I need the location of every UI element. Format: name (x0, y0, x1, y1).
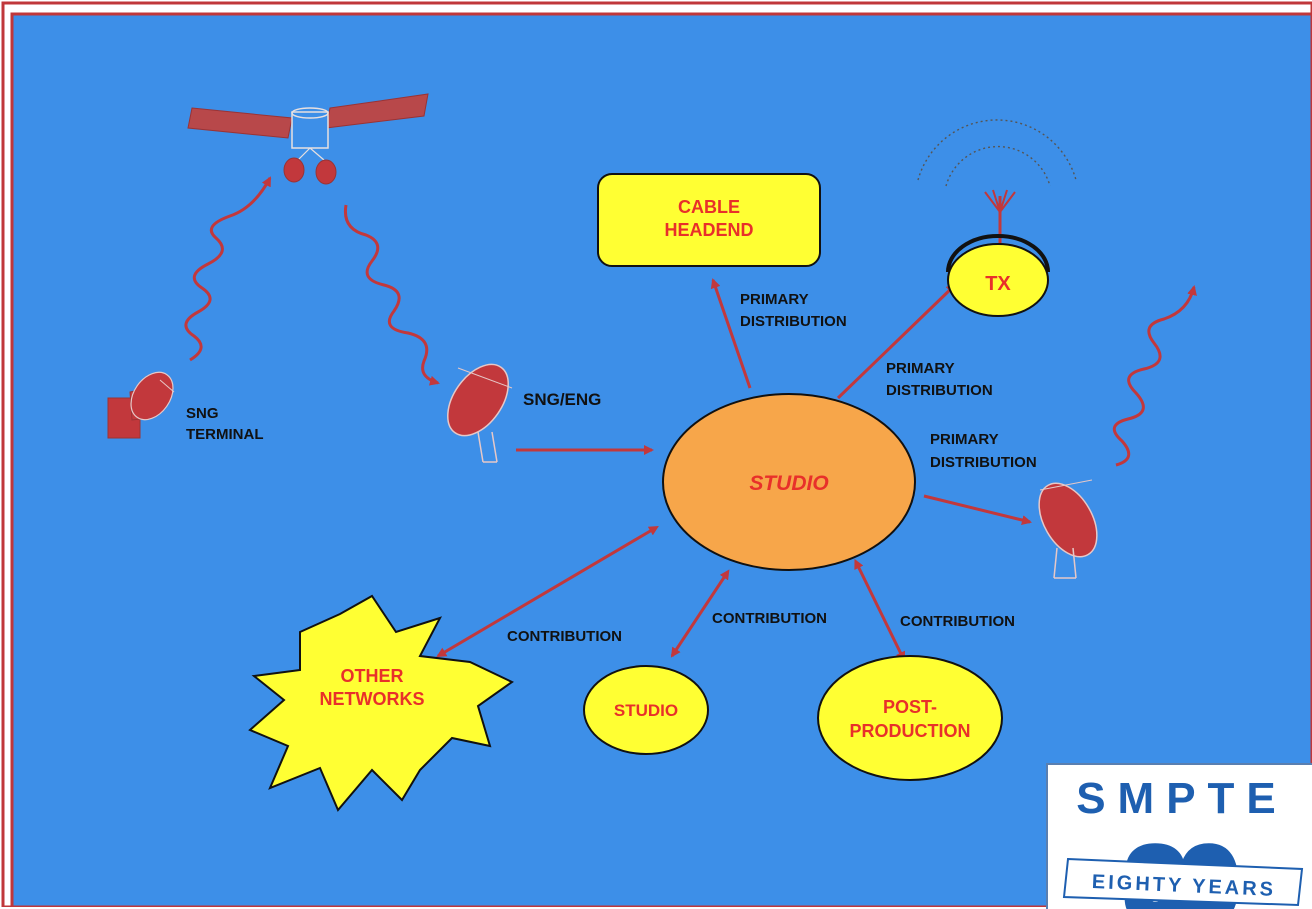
radio-wave-icon (343, 204, 440, 386)
sng-terminal-label-line1: SNG (186, 405, 219, 422)
cable-headend-label-line2: HEADEND (664, 220, 753, 240)
studio-main-node (662, 393, 916, 571)
post-production-node (817, 655, 1003, 781)
diagram-background (10, 12, 1312, 907)
arrow-studio-small-studio (670, 569, 730, 658)
primary-distribution-top-line1: PRIMARY (740, 291, 809, 308)
satellite-dish-icon (1038, 479, 1098, 579)
satellite-icon (187, 93, 429, 185)
smpte-logo-graphic: SMPTE 80 EIGHTY YEARS (1048, 765, 1312, 909)
tx-label: TX (985, 273, 1011, 295)
cable-headend-box (597, 173, 821, 267)
broadcast-tower-icon (917, 119, 1077, 252)
studio-small-label: STUDIO (614, 701, 678, 720)
contribution-right-label: CONTRIBUTION (900, 613, 1015, 630)
sng-eng-label: SNG/ENG (523, 390, 601, 409)
other-networks-label-line2: NETWORKS (320, 689, 425, 709)
primary-distribution-right-line2: DISTRIBUTION (930, 454, 1037, 471)
smpte-logo: SMPTE 80 EIGHTY YEARS (1046, 763, 1312, 909)
primary-distribution-right-line1: PRIMARY (930, 431, 999, 448)
arrow-studio-to-dish (923, 494, 1032, 525)
arrow-studio-post-production (854, 558, 906, 662)
radio-wave-icon (1112, 285, 1197, 467)
contribution-center-label: CONTRIBUTION (712, 610, 827, 627)
primary-distribution-mid-line2: DISTRIBUTION (886, 382, 993, 399)
primary-distribution-top-line2: DISTRIBUTION (740, 313, 847, 330)
arrow-studio-to-cable (710, 278, 752, 389)
satellite-dish-icon (447, 363, 513, 463)
post-production-label-line1: POST- (883, 697, 937, 717)
studio-main-label: STUDIO (749, 472, 828, 495)
satellite-dish-icon (107, 371, 175, 439)
primary-distribution-mid-line1: PRIMARY (886, 360, 955, 377)
post-production-label-line2: PRODUCTION (850, 721, 971, 741)
sng-terminal-label-line2: TERMINAL (186, 426, 264, 443)
contribution-left-label: CONTRIBUTION (507, 628, 622, 645)
tx-node (947, 243, 1049, 317)
tx-node-shadow (946, 234, 1050, 273)
cable-headend-label-line1: CABLE (678, 197, 740, 217)
smpte-logo-name: SMPTE (1076, 774, 1288, 823)
other-networks-label-line1: OTHER (341, 666, 404, 686)
studio-small-node (583, 665, 709, 755)
arrow-studio-other-networks (436, 525, 659, 658)
arrow-studio-to-tx (836, 283, 957, 400)
radio-wave-icon (184, 176, 272, 362)
other-networks-node (248, 594, 514, 812)
